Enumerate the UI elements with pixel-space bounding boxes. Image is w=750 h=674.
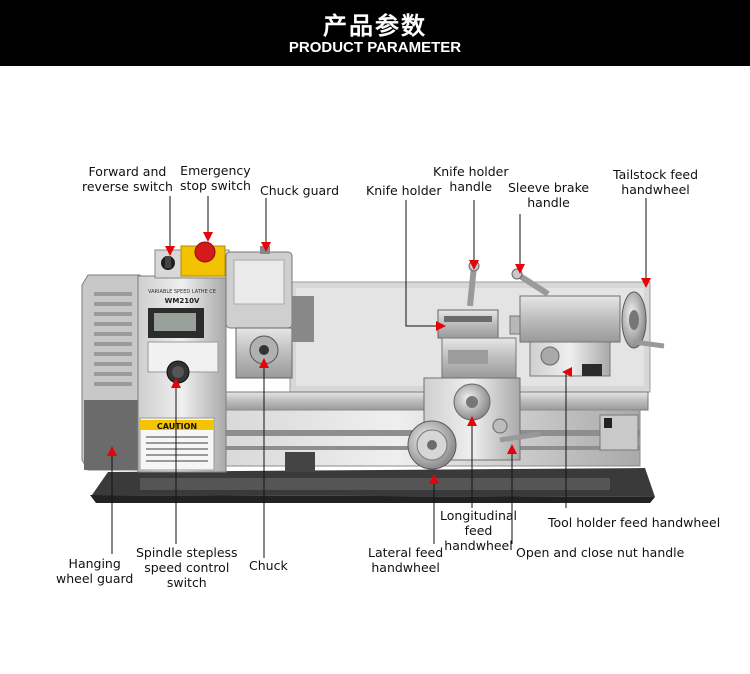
- switch-box: [154, 241, 230, 279]
- label-line: stop switch: [180, 178, 251, 193]
- arrow-lateral-feed: [429, 474, 439, 484]
- label-line: Emergency: [180, 163, 251, 178]
- label-line: Hanging: [68, 556, 121, 571]
- arrow-nut-handle: [507, 444, 517, 454]
- knife-holder-handle[interactable]: [467, 265, 477, 307]
- label-line: Longitudinal: [440, 508, 518, 523]
- label-line: speed control: [144, 560, 230, 575]
- label-line: reverse switch: [82, 179, 173, 194]
- arrow-tailstock-feed: [641, 278, 651, 288]
- label-line: Chuck: [249, 558, 288, 573]
- label-line: handle: [527, 195, 570, 210]
- arrow-longitudinal-feed: [467, 416, 477, 426]
- label-lateral-feed-handwheel: Lateral feed handwheel: [368, 545, 443, 575]
- tailstock-feed-handwheel[interactable]: [621, 291, 665, 349]
- knife-holder: [437, 260, 517, 379]
- tool-holder-feed-handwheel[interactable]: [540, 346, 560, 366]
- label-sleeve-brake-handle: Sleeve brake handle: [508, 180, 589, 210]
- title-english: PRODUCT PARAMETER: [288, 39, 462, 56]
- sleeve-brake-handle[interactable]: [515, 271, 550, 297]
- label-emergency-stop-switch: Emergency stop switch: [180, 163, 251, 193]
- hanging-wheel-guard: [81, 274, 141, 471]
- header-bar: 产品参数 PRODUCT PARAMETER: [0, 0, 750, 66]
- label-line: Knife holder: [433, 164, 509, 179]
- label-knife-holder: Knife holder: [366, 183, 441, 198]
- arrow-emergency-stop: [203, 232, 213, 242]
- pointer-arrows: [107, 232, 651, 484]
- label-chuck: Chuck: [249, 558, 288, 573]
- label-hanging-wheel-guard: Hanging wheel guard: [56, 556, 133, 586]
- label-line: Lateral feed: [368, 545, 444, 560]
- panel-brand-text: VARIABLE SPEED LATHE CE: [148, 289, 216, 295]
- label-longitudinal-feed-handwheel: Longitudinal feed handwheel: [440, 508, 517, 553]
- open-close-nut-handle[interactable]: [499, 431, 541, 443]
- arrow-knife-holder-handle: [469, 260, 479, 270]
- label-line: Sleeve brake: [508, 180, 590, 195]
- label-line: Forward and: [88, 164, 167, 179]
- label-line: Knife holder: [366, 183, 442, 198]
- lateral-feed-handwheel[interactable]: [407, 420, 457, 470]
- label-tailstock-feed-handwheel: Tailstock feed handwheel: [613, 167, 698, 197]
- label-line: feed: [464, 523, 493, 538]
- model-label: WM210V: [165, 297, 200, 305]
- label-line: switch: [166, 575, 207, 590]
- base-tray: [90, 468, 655, 503]
- arrow-forward-reverse: [165, 246, 175, 256]
- caution-text: CAUTION: [157, 422, 197, 431]
- lathe-bed: [139, 391, 649, 472]
- label-chuck-guard: Chuck guard: [260, 183, 339, 198]
- arrow-knife-holder: [436, 321, 446, 331]
- arrow-chuck-guard: [261, 242, 271, 252]
- label-tool-holder-feed-handwheel: Tool holder feed handwheel: [548, 515, 720, 530]
- label-line: Spindle stepless: [136, 545, 238, 560]
- label-forward-reverse-switch: Forward and reverse switch: [82, 164, 173, 194]
- chuck-guard: [225, 246, 293, 329]
- label-line: Tailstock feed: [613, 167, 699, 182]
- label-line: Open and close nut handle: [516, 545, 685, 560]
- label-line: wheel guard: [56, 571, 134, 586]
- arrow-hanging-guard: [107, 446, 117, 456]
- emergency-stop-button[interactable]: [194, 241, 216, 263]
- label-line: handwheel: [621, 182, 690, 197]
- label-line: handle: [449, 179, 493, 194]
- arrow-tool-holder-feed: [562, 367, 572, 377]
- label-line: handwheel: [444, 538, 513, 553]
- label-open-close-nut-handle: Open and close nut handle: [516, 545, 684, 560]
- label-spindle-speed-switch: Spindle stepless speed control switch: [136, 545, 238, 590]
- headstock-control-panel: VARIABLE SPEED LATHE CE WM210V CAUTION: [137, 275, 227, 473]
- label-line: handwheel: [371, 560, 440, 575]
- arrow-chuck: [259, 358, 269, 368]
- tailstock: [509, 268, 621, 377]
- label-knife-holder-handle: Knife holder handle: [433, 164, 508, 194]
- arrow-spindle-switch: [171, 378, 181, 388]
- label-line: Tool holder feed handwheel: [548, 515, 721, 530]
- title-chinese: 产品参数: [323, 12, 427, 40]
- arrow-sleeve-brake: [515, 264, 525, 274]
- label-line: Chuck guard: [260, 183, 340, 198]
